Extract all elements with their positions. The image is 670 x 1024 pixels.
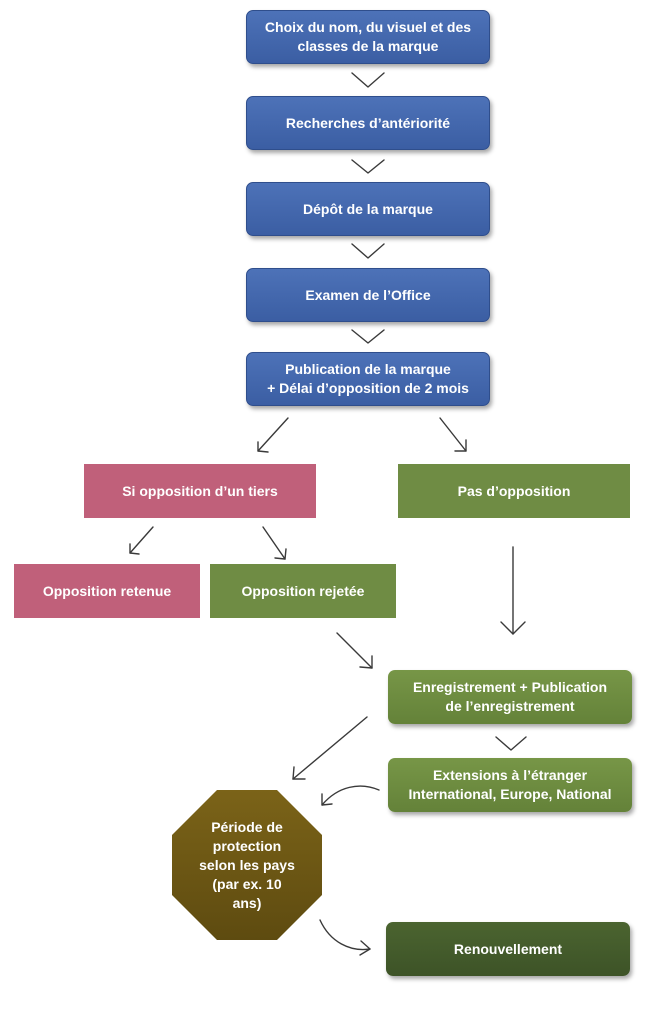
chevron-arrow — [351, 329, 385, 344]
chevron-arrow — [351, 243, 385, 259]
step-extensions-etranger: Extensions à l’étranger International, E… — [388, 758, 632, 812]
step-opposition-rejetee: Opposition rejetée — [210, 564, 396, 618]
step-renouvellement: Renouvellement — [386, 922, 630, 976]
step-si-opposition: Si opposition d’un tiers — [84, 464, 316, 518]
arrow-to-periode-long — [292, 716, 368, 780]
chevron-arrow — [351, 72, 385, 88]
step-opposition-retenue: Opposition retenue — [14, 564, 200, 618]
periode-protection-label: Période de protection selon les pays (pa… — [199, 818, 295, 911]
arrow-rejetee-to-enregistrement — [336, 632, 373, 669]
step-examen-office: Examen de l’Office — [246, 268, 490, 322]
step-periode-protection: Période de protection selon les pays (pa… — [172, 790, 322, 940]
arrow-to-retenue — [129, 526, 154, 555]
chevron-arrow — [351, 159, 385, 174]
step-recherches-anteriorite: Recherches d’antériorité — [246, 96, 490, 150]
arrow-extensions-to-periode — [321, 785, 380, 806]
chevron-arrow — [495, 736, 527, 751]
arrow-to-renouvellement — [319, 919, 371, 956]
step-depot-marque: Dépôt de la marque — [246, 182, 490, 236]
arrow-to-pas-opposition — [439, 417, 467, 452]
step-pas-opposition: Pas d’opposition — [398, 464, 630, 518]
step-choix-nom: Choix du nom, du visuel et des classes d… — [246, 10, 490, 64]
step-enregistrement: Enregistrement + Publication de l’enregi… — [388, 670, 632, 724]
step-publication-marque: Publication de la marque + Délai d’oppos… — [246, 352, 490, 406]
arrow-pas-opposition-down — [500, 546, 526, 635]
arrow-to-rejetee — [262, 526, 287, 560]
arrow-to-opposition — [257, 417, 289, 453]
